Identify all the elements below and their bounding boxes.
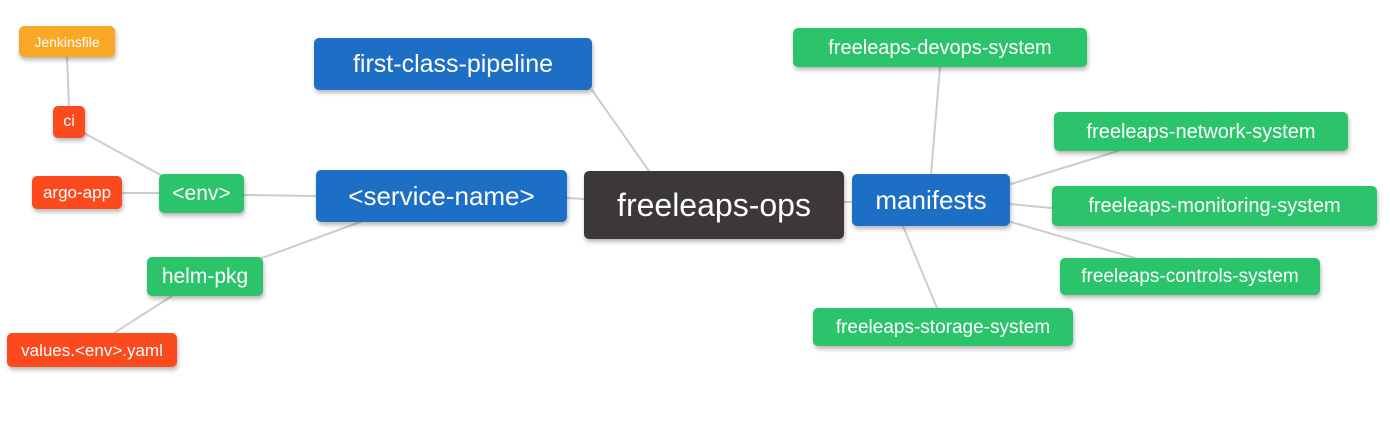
node-freeleaps-ops[interactable]: freeleaps-ops — [584, 171, 844, 239]
node-label: Jenkinsfile — [34, 33, 100, 50]
node-helm-pkg[interactable]: helm-pkg — [147, 257, 263, 296]
node-devops-system[interactable]: freeleaps-devops-system — [793, 28, 1087, 67]
edge-first-class-pipeline-freeleaps-ops — [591, 89, 650, 172]
edge-manifests-storage-system — [902, 225, 938, 309]
edge-jenkinsfile-ci — [66, 56, 70, 107]
edge-env-service-name — [243, 194, 317, 197]
node-label: argo-app — [42, 183, 112, 202]
node-argo-app[interactable]: argo-app — [32, 176, 122, 209]
node-ci[interactable]: ci — [53, 106, 85, 138]
edge-helm-pkg-service-name — [261, 220, 364, 259]
node-values-env-yaml[interactable]: values.<env>.yaml — [7, 333, 177, 367]
node-manifests[interactable]: manifests — [852, 174, 1010, 226]
node-label: freeleaps-ops — [617, 187, 811, 223]
node-network-system[interactable]: freeleaps-network-system — [1054, 112, 1348, 151]
node-monitoring-system[interactable]: freeleaps-monitoring-system — [1052, 186, 1377, 226]
node-env[interactable]: <env> — [159, 174, 244, 213]
node-label: freeleaps-devops-system — [828, 36, 1052, 59]
node-label: ci — [63, 113, 75, 130]
node-storage-system[interactable]: freeleaps-storage-system — [813, 308, 1073, 346]
node-label: <env> — [172, 182, 231, 205]
node-label: freeleaps-monitoring-system — [1088, 195, 1341, 217]
node-label: <service-name> — [348, 181, 535, 211]
edge-devops-system-manifests — [930, 66, 941, 175]
node-label: values.<env>.yaml — [21, 340, 163, 360]
node-label: freeleaps-controls-system — [1081, 266, 1299, 287]
node-label: helm-pkg — [161, 265, 249, 288]
node-controls-system[interactable]: freeleaps-controls-system — [1060, 258, 1320, 295]
edge-values-env-yaml-helm-pkg — [113, 295, 173, 334]
node-first-class-pipeline[interactable]: first-class-pipeline — [314, 38, 592, 90]
edge-manifests-controls-system — [1010, 221, 1136, 259]
edge-manifests-network-system — [1010, 150, 1119, 185]
node-service-name[interactable]: <service-name> — [316, 170, 567, 222]
edge-service-name-freeleaps-ops — [566, 197, 585, 200]
node-label: first-class-pipeline — [352, 49, 554, 78]
node-label: manifests — [875, 185, 987, 215]
edge-manifests-monitoring-system — [1009, 203, 1053, 209]
node-label: freeleaps-storage-system — [835, 316, 1051, 338]
node-label: freeleaps-network-system — [1086, 120, 1316, 143]
edge-ci-env — [83, 132, 169, 180]
node-jenkinsfile[interactable]: Jenkinsfile — [19, 26, 115, 57]
